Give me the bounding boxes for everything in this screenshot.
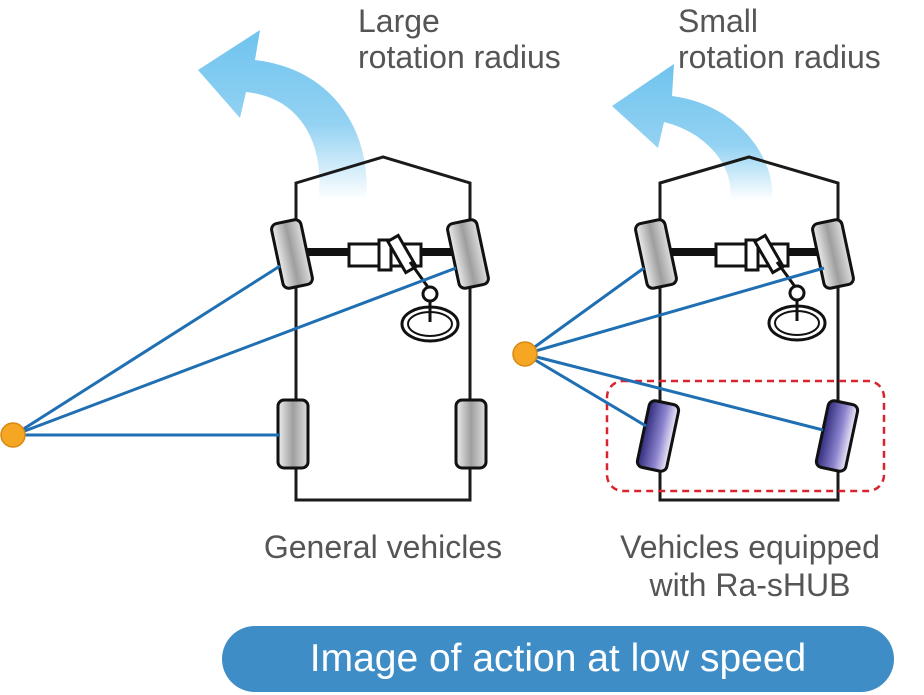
arrow-label-small-line1: Small — [678, 3, 758, 39]
general-vehicle: Large rotation radius General vehicles — [0, 3, 561, 565]
large-radius-arrow-icon — [198, 30, 367, 200]
small-radius-arrow-icon — [612, 64, 773, 200]
radius-lines — [13, 264, 457, 437]
steering-rack-icon — [347, 233, 439, 303]
rear-left-rashub-tire — [635, 399, 681, 473]
arrow-label-small-line2: rotation radius — [678, 39, 881, 75]
steering-wheel-icon — [400, 301, 460, 343]
low-speed-banner: Image of action at low speed — [222, 626, 894, 692]
front-left-tire — [634, 218, 678, 290]
arrow-label-large-line1: Large — [358, 3, 440, 39]
caption-general-vehicles: General vehicles — [264, 529, 502, 565]
steering-rack-icon — [714, 233, 806, 302]
arrow-label-large-line2: rotation radius — [358, 39, 561, 75]
front-left-tire — [270, 218, 314, 290]
front-right-tire — [446, 218, 490, 290]
steering-wheel-icon — [767, 300, 827, 342]
caption-rashub-line2: with Ra-sHUB — [649, 567, 851, 603]
radius-lines — [524, 266, 825, 432]
caption-rashub-line1: Vehicles equipped — [620, 529, 880, 565]
rear-right-rashub-tire — [814, 399, 860, 473]
rashub-highlight-box — [605, 379, 886, 493]
rashub-vehicle: Small rotation radius Vehicles equipped … — [512, 3, 886, 603]
turning-center-point — [0, 422, 26, 448]
turning-center-point — [512, 341, 538, 367]
rear-left-tire — [276, 398, 310, 470]
banner-text: Image of action at low speed — [309, 637, 807, 680]
front-right-tire — [811, 218, 855, 290]
rear-right-tire — [454, 398, 488, 470]
